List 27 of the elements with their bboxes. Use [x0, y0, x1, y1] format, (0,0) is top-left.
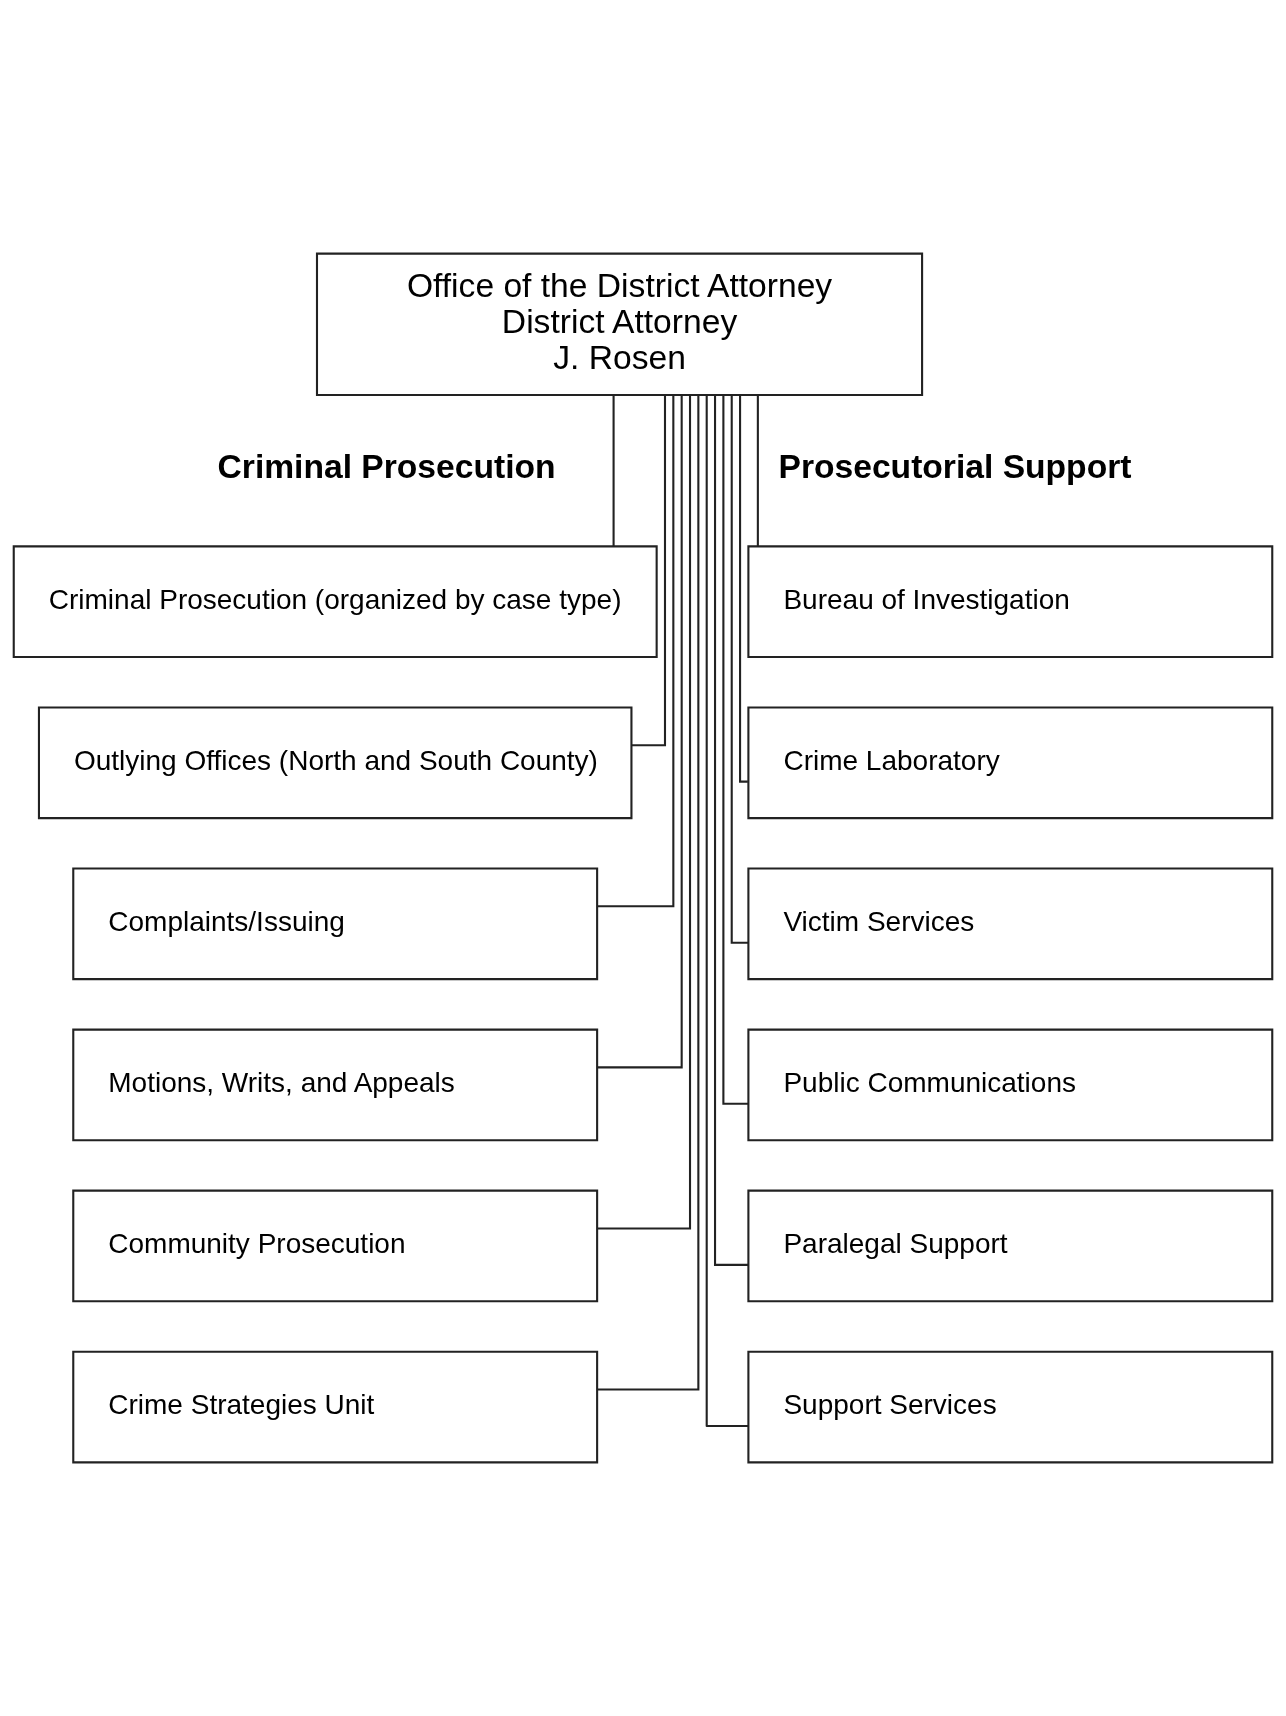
connector	[756, 395, 759, 547]
node-box: Support Services	[747, 1350, 1274, 1464]
node-box: Community Prosecution	[72, 1189, 599, 1303]
node-box: Public Communications	[747, 1028, 1274, 1142]
node-box: Outlying Offices (North and South County)	[37, 706, 633, 820]
node-box: Motions, Writs, and Appeals	[72, 1028, 599, 1142]
connector	[730, 395, 749, 944]
connector	[705, 395, 749, 1428]
connector	[631, 395, 667, 747]
connector	[597, 395, 692, 1230]
node-box: Victim Services	[747, 867, 1274, 981]
connector	[722, 395, 749, 1105]
node-box: Paralegal Support	[747, 1189, 1274, 1303]
connector	[597, 395, 683, 1069]
node-box: Crime Laboratory	[747, 706, 1274, 820]
node-box: Office of the District Attorney District Attorney J. Rosen	[315, 252, 924, 397]
label: Prosecutorial Support	[778, 447, 1132, 485]
connector	[739, 395, 748, 783]
connector	[612, 395, 615, 547]
node-box: Complaints/Issuing	[72, 867, 599, 981]
node-box: Crime Strategies Unit	[72, 1350, 599, 1464]
connector	[597, 395, 700, 1391]
node-box: Criminal Prosecution (organized by case type)	[12, 545, 658, 659]
label: Criminal Prosecution	[217, 447, 556, 485]
connector	[714, 395, 749, 1266]
connector	[597, 395, 675, 908]
node-box: Bureau of Investigation	[747, 545, 1274, 659]
